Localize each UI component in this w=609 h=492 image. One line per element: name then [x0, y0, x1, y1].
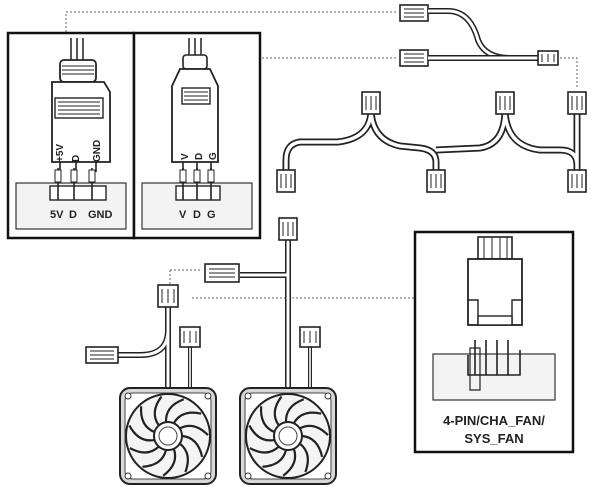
hub-connector-top-1 [361, 91, 381, 115]
fan-header-label-line1: 4-PIN/CHA_FAN/ [443, 413, 545, 428]
rgb-pin-label-v: V [180, 153, 191, 160]
fan-blade [128, 425, 155, 442]
hub-connector-bottom-1 [276, 169, 296, 193]
fan-blade [162, 448, 177, 477]
screw-hole-icon [244, 392, 252, 400]
fan-blade [179, 424, 209, 436]
fan-cabling [85, 217, 321, 395]
fan-blade [299, 424, 329, 436]
hub-connector-bottom-3 [567, 169, 587, 193]
fan-pwm-connector-right [299, 326, 321, 348]
fan-connector-side [204, 263, 240, 283]
fan-blade [164, 398, 185, 423]
screw-hole-icon [324, 392, 332, 400]
rgb-pin-label-d: D [194, 153, 205, 160]
argb-pin-label-gnd: GND [92, 140, 103, 162]
fan-blade [262, 449, 288, 468]
fan-blade [172, 411, 202, 424]
fan-connector-top [278, 217, 298, 241]
rgb-pin-label-g: G [208, 152, 219, 160]
fan-left [119, 387, 217, 485]
fans [119, 387, 337, 485]
screw-hole-icon [204, 472, 212, 480]
fan-blade [259, 406, 276, 434]
fan-blade [153, 395, 163, 427]
hub-connector-bottom-2 [426, 169, 446, 193]
screw-hole-icon [204, 392, 212, 400]
hub-connector-top-3 [567, 91, 587, 115]
screw-hole-icon [124, 472, 132, 480]
fan-blade [248, 425, 275, 442]
argb-board-label-5v: 5V [50, 209, 64, 221]
screw-hole-icon [124, 392, 132, 400]
fan-blade [129, 445, 160, 454]
top-splitter-cable [399, 4, 559, 67]
fan-blade [299, 442, 309, 473]
fan-blade [273, 395, 283, 427]
screw-hole-icon [324, 472, 332, 480]
fan-connector-left-top [157, 284, 179, 308]
argb-board-label-gnd: GND [88, 209, 113, 221]
fan-blade [301, 434, 324, 458]
argb-pin-label-d: D [71, 155, 82, 162]
rgb-header-panel: V D G V D G [132, 31, 262, 240]
fan-blade [139, 406, 156, 434]
fan-blade [292, 411, 322, 424]
argb-cable [70, 38, 84, 62]
rgb-board-label-v: V [179, 209, 187, 221]
fan-right [239, 387, 337, 485]
fan-pwm-connector-left [179, 326, 201, 348]
fan-hub [273, 421, 303, 451]
hub-connector-top-2 [495, 91, 515, 115]
fan-blade [179, 442, 189, 473]
fan-blade [181, 434, 204, 458]
fan-motherboard-header [432, 340, 556, 401]
argb-header-panel: +5V D GND 5V D GND [6, 31, 136, 240]
argb-connector [51, 59, 111, 172]
fan-blade [282, 448, 297, 477]
fan-header-label-line2: SYS_FAN [464, 431, 523, 446]
fan-header-connector [467, 236, 523, 326]
fan-blade [142, 449, 168, 468]
fan-blade [284, 398, 305, 423]
argb-motherboard-header [15, 168, 127, 230]
screw-hole-icon [244, 472, 252, 480]
daisy-chain-cable [276, 91, 587, 193]
fan-blade [249, 445, 280, 454]
rgb-motherboard-header [141, 168, 253, 230]
fan-header-panel: 4-PIN/CHA_FAN/ SYS_FAN [413, 230, 575, 454]
rgb-connector [171, 54, 219, 172]
leader-lines [65, 11, 578, 299]
argb-board-label-d: D [69, 209, 77, 221]
fan-connector-left-side [85, 346, 119, 364]
rgb-board-label-d: D [193, 209, 201, 221]
rgb-board-label-g: G [207, 209, 216, 221]
fan-hub [153, 421, 183, 451]
argb-pin-label-5v: +5V [55, 144, 66, 162]
